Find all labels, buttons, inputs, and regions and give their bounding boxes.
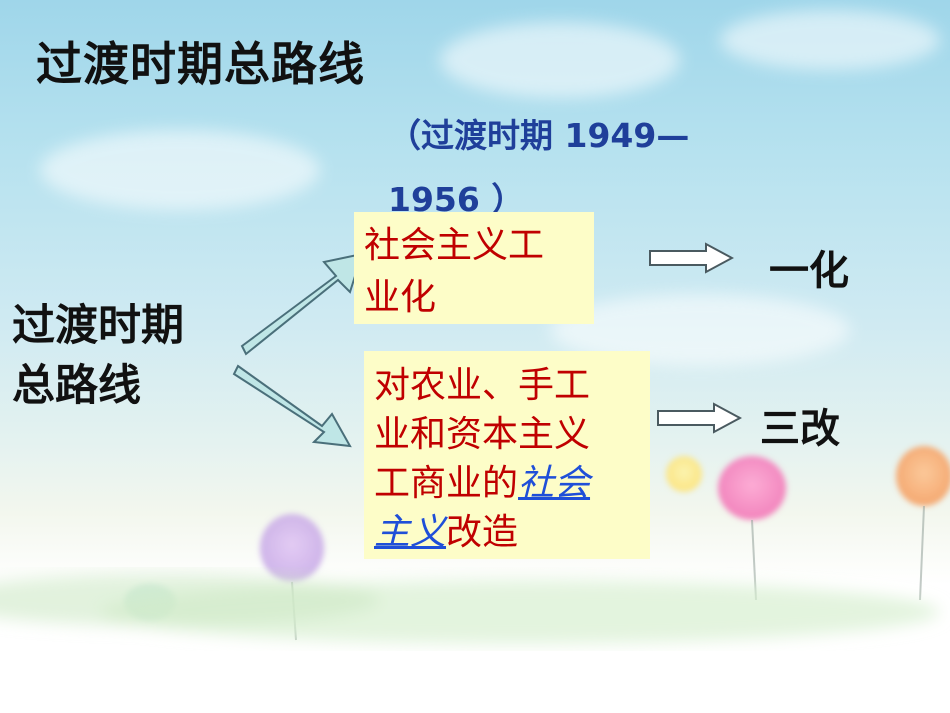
industrialization-line2: 业化: [364, 277, 437, 318]
period-note-open: （过渡时期 1949—: [388, 116, 690, 155]
arrow-down-right-icon: [232, 364, 352, 448]
arrow-right-icon: [649, 242, 734, 274]
socialism-link-part1[interactable]: 社会: [518, 463, 591, 504]
lawn-shape: [0, 574, 940, 644]
general-line-label-line1: 过渡时期: [12, 301, 184, 351]
industrialization-box: 社会主义工 业化: [354, 212, 594, 324]
general-line-label: 过渡时期 总路线: [12, 296, 232, 416]
transformation-line1: 对农业、手工: [374, 365, 591, 406]
industrialization-line1: 社会主义工: [364, 225, 545, 266]
general-line-label-line2: 总路线: [12, 361, 141, 411]
result-transformation: 三改: [760, 406, 840, 452]
transformation-box: 对农业、手工 业和资本主义 工商业的社会 主义改造: [364, 351, 650, 559]
transformation-line3: 工商业的: [374, 463, 519, 504]
transformation-line4: 改造: [446, 512, 519, 553]
cloud-shapes: [40, 10, 940, 366]
transformation-line2: 业和资本主义: [374, 414, 591, 455]
arrow-right-icon: [657, 402, 742, 434]
result-industrialization: 一化: [769, 248, 849, 294]
arrow-up-right-icon: [240, 252, 364, 356]
socialism-link-part2[interactable]: 主义: [374, 512, 447, 553]
page-title: 过渡时期总路线: [36, 37, 365, 91]
